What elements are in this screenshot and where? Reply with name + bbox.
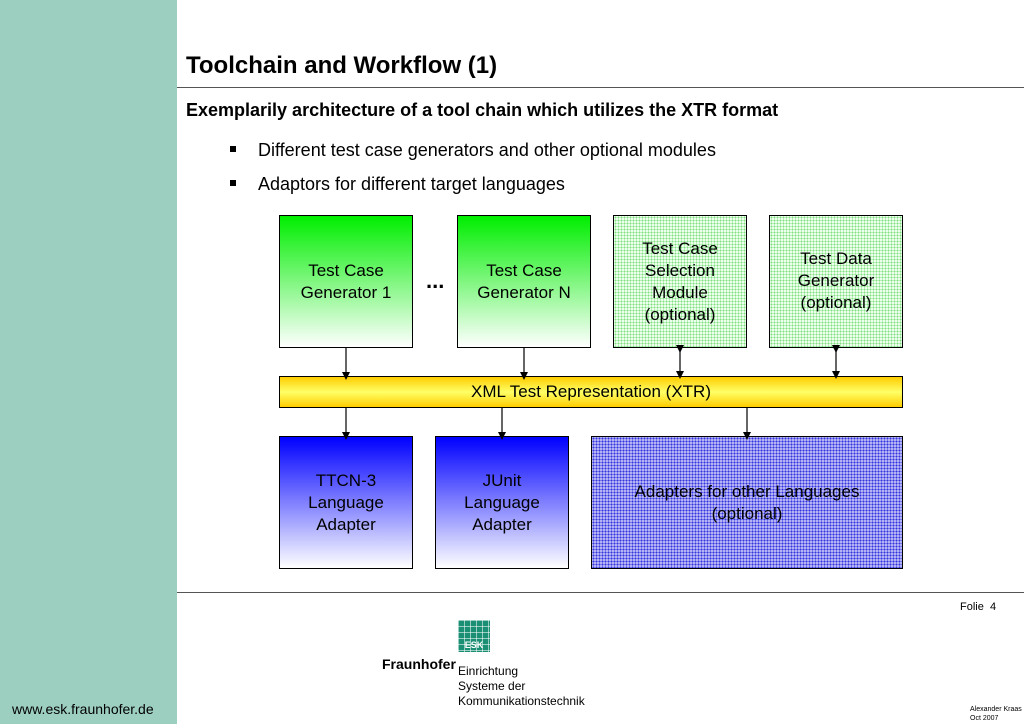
box-label-line: Adapter [316, 514, 376, 534]
box-label-line: Language [308, 492, 384, 512]
author-name: Alexander Kraas [970, 706, 1022, 713]
xtr-bar: XML Test Representation (XTR) [279, 376, 903, 408]
box-label-line: Test Data [800, 249, 872, 268]
ellipsis: ... [426, 268, 445, 293]
box-label-line: JUnit [482, 470, 522, 490]
xtr-bar-label: XML Test Representation (XTR) [471, 382, 711, 401]
box-label-line: Adapters for other Languages [634, 481, 860, 501]
bullet-item: Adaptors for different target languages [230, 174, 565, 195]
box-label-line: Test Case [486, 260, 562, 280]
footer-divider [177, 592, 1024, 593]
box-label-line: Generator N [477, 282, 571, 302]
bullet-text: Different test case generators and other… [258, 140, 716, 160]
box-label-line: Language [464, 492, 540, 512]
page-number: Folie 4 [960, 601, 996, 613]
box-label-line: Module [652, 282, 708, 302]
fraunhofer-wordmark: Fraunhofer [382, 656, 456, 672]
footer-url[interactable]: www.esk.fraunhofer.de [12, 701, 154, 717]
left-sidebar [0, 0, 177, 724]
slide-title: Toolchain and Workflow (1) [186, 52, 498, 79]
box-label-line: Adapter [472, 514, 532, 534]
author-info: Alexander Kraas Oct 2007 [970, 705, 1022, 723]
bullet-text: Adaptors for different target languages [258, 174, 565, 194]
institute-name: Einrichtung Systeme der Kommunikationste… [458, 664, 585, 709]
page-label: Folie [960, 601, 984, 613]
box-label-line: (optional) [644, 304, 716, 324]
institute-line: Kommunikationstechnik [458, 694, 585, 708]
institute-line: Einrichtung [458, 664, 519, 678]
esk-logo-icon: ESK [458, 620, 490, 652]
box-label-line: Generator 1 [300, 282, 392, 302]
slide-subtitle: Exemplarily architecture of a tool chain… [186, 100, 779, 120]
box-label-line: Selection [645, 260, 715, 280]
box-label-line: (optional) [711, 503, 783, 523]
page-number-value: 4 [989, 601, 997, 613]
box-label-line: (optional) [800, 293, 872, 312]
title-divider [177, 87, 1024, 88]
author-date: Oct 2007 [970, 715, 999, 722]
bullet-square-icon [230, 146, 236, 153]
bullet-square-icon [230, 180, 236, 187]
box-label-line: TTCN-3 [315, 470, 377, 490]
box-label-line: Generator [797, 271, 875, 290]
other-language-adapters-box: Adapters for other Languages(optional) [591, 436, 903, 569]
institute-line: Systeme der [458, 679, 526, 693]
bullet-item: Different test case generators and other… [230, 140, 716, 161]
box-label-line: Test Case [308, 260, 384, 280]
box-label-line: Test Case [642, 238, 718, 258]
